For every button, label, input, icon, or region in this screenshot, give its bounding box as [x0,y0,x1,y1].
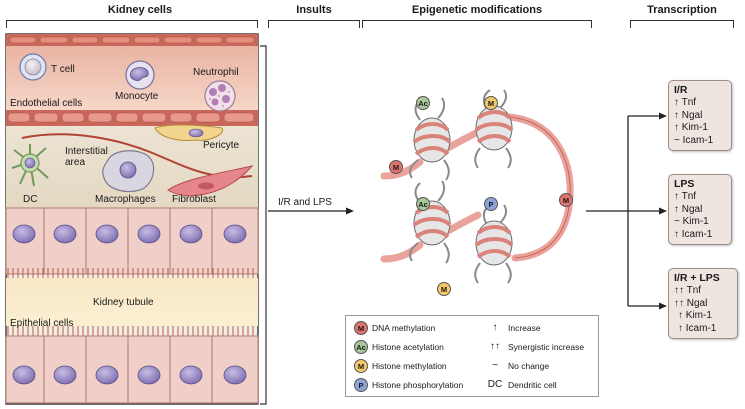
increase-symbol: ↑ [492,322,498,333]
label-macrophages: Macrophages [95,194,156,205]
histone-methylation-badge: M [354,359,368,373]
dc-symbol: DC [487,379,503,390]
legend-label: Histone methylation [372,361,447,371]
bracket-epigenetic [362,20,592,28]
transcription-box-ir-lps: I/R + LPS ↑↑ Tnf ↑↑ Ngal ↑ Kim-1 ↑ Icam-… [668,268,738,339]
box-line: ↑ Ngal [674,109,703,121]
box-line: ↑ Icam-1 [678,322,717,334]
dna-methylation-badge: M [354,321,368,335]
label-monocyte: Monocyte [115,91,159,102]
insult-label: I/R and LPS [278,197,332,208]
no-change-symbol: − [492,360,498,371]
box-title: I/R + LPS [674,272,720,284]
legend-histone-acetylation: Ac Histone acetylation [354,340,444,354]
box-title: LPS [674,178,695,190]
label-endothelial-cells: Endothelial cells [10,98,83,109]
nucleosome-4 [474,204,514,284]
bracket-transcription [630,20,734,28]
box-line: ↑ Ngal [674,203,703,215]
label-epithelial-cells: Epithelial cells [10,318,74,329]
label-neutrophil: Neutrophil [193,67,239,78]
legend-label: Increase [508,322,541,333]
mark-dna-methylation-loop: M [559,193,573,207]
mark-histone-phosphorylation-bottom: P [484,197,498,211]
legend: M DNA methylation Ac Histone acetylation… [345,315,599,397]
header-transcription: Transcription [647,4,717,16]
nucleosome-2 [474,89,514,169]
legend-no-change: − No change [486,360,549,371]
histone-phosphorylation-badge: P [354,378,368,392]
box-line: ↑ Tnf [674,97,697,108]
label-pericyte: Pericyte [203,140,240,151]
legend-label: Dendritic cell [508,379,557,390]
synergistic-symbol: ↑↑ [490,341,500,352]
box-line: ↑ Kim-1 [678,310,712,321]
mark-dna-methylation-top: M [389,160,403,174]
nucleosome-1 [409,97,452,181]
legend-histone-phosphorylation: P Histone phosphorylation [354,378,463,392]
legend-label: Histone phosphorylation [372,380,464,390]
mark-histone-acetylation-bottom: Ac [416,197,430,211]
header-epigenetic: Epigenetic modifications [411,4,543,16]
label-interstitial-area: Interstitial area [65,146,108,168]
header-insults: Insults [296,4,332,16]
box-line: ↑ Kim-1 [674,122,708,133]
mark-histone-methylation-top: M [484,96,498,110]
legend-dendritic-cell: DC Dendritic cell [486,379,557,390]
bracket-kidney-cells [6,20,258,28]
label-dc: DC [23,194,38,205]
legend-histone-methylation: M Histone methylation [354,359,447,373]
transcription-box-ir: I/R ↑ Tnf ↑ Ngal ↑ Kim-1 − Icam-1 [668,80,732,151]
box-line: − Kim-1 [674,216,709,227]
mark-histone-acetylation-top: Ac [416,96,430,110]
box-line: ↑ Icam-1 [674,228,713,240]
label-fibroblast: Fibroblast [172,194,216,205]
legend-label: No change [508,360,550,371]
legend-synergistic: ↑↑ Synergistic increase [486,341,584,352]
mark-histone-methylation-bottom: M [437,282,451,296]
label-kidney-tubule: Kidney tubule [93,297,154,308]
box-line: ↑↑ Tnf [674,285,702,296]
nucleosome-3 [409,180,452,264]
legend-dna-methylation: M DNA methylation [354,321,435,335]
bracket-insults [268,20,360,28]
transcription-box-lps: LPS ↑ Tnf ↑ Ngal − Kim-1 ↑ Icam-1 [668,174,732,245]
box-line: ↑↑ Ngal [674,297,708,309]
legend-label: Histone acetylation [372,342,444,352]
label-t-cell: T cell [51,64,75,75]
box-line: ↑ Tnf [674,191,697,202]
box-title: I/R [674,84,688,96]
header-kidney-cells: Kidney cells [107,4,173,16]
legend-label: DNA methylation [372,323,436,333]
histone-acetylation-badge: Ac [354,340,368,354]
box-line: − Icam-1 [674,134,714,146]
legend-label: Synergistic increase [508,341,585,352]
legend-increase: ↑ Increase [486,322,541,333]
